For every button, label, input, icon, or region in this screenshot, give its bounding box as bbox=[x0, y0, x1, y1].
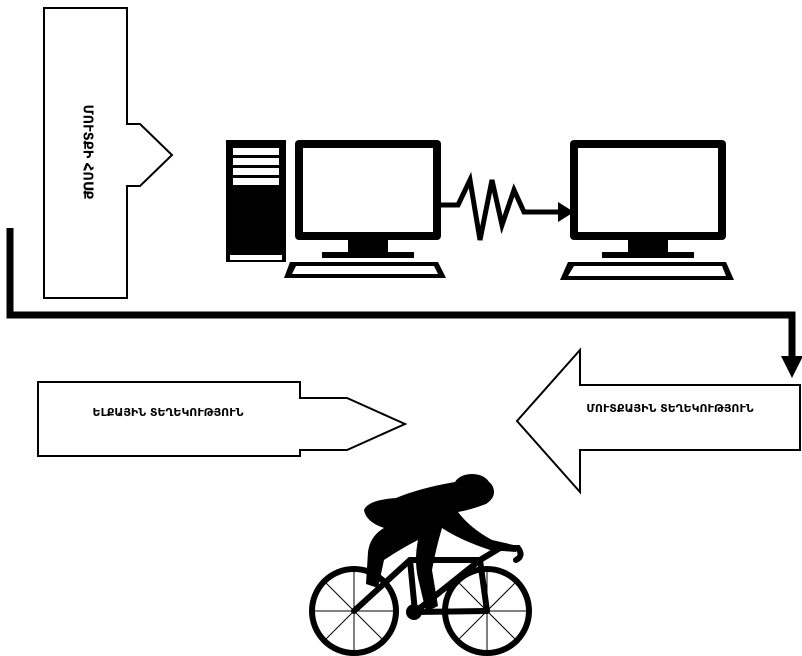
input-arrow-box: ՄՈՒՏՔԻ ՀՈՍՔ bbox=[43, 7, 174, 299]
output-arrow-box-right: ՄՈՒՏՔԱՅԻՆ ՏԵՂԵԿՈՒԹՅՈՒՆ bbox=[515, 347, 801, 495]
input-arrow-label: ՄՈՒՏՔԻ ՀՈՍՔ bbox=[80, 105, 95, 200]
zigzag-connection-icon bbox=[441, 171, 574, 241]
output-right-label: ՄՈՒՏՔԱՅԻՆ ՏԵՂԵԿՈՒԹՅՈՒՆ bbox=[586, 402, 753, 415]
desktop-computer-icon bbox=[226, 140, 446, 278]
output-left-label: ԵԼՔԱՅԻՆ ՏԵՂԵԿՈՒԹՅՈՒՆ bbox=[93, 406, 244, 419]
cyclist-icon bbox=[309, 474, 532, 656]
feedback-line bbox=[6, 228, 802, 378]
monitor-icon bbox=[560, 140, 734, 280]
output-arrow-box-left: ԵԼՔԱՅԻՆ ՏԵՂԵԿՈՒԹՅՈՒՆ bbox=[37, 381, 408, 457]
